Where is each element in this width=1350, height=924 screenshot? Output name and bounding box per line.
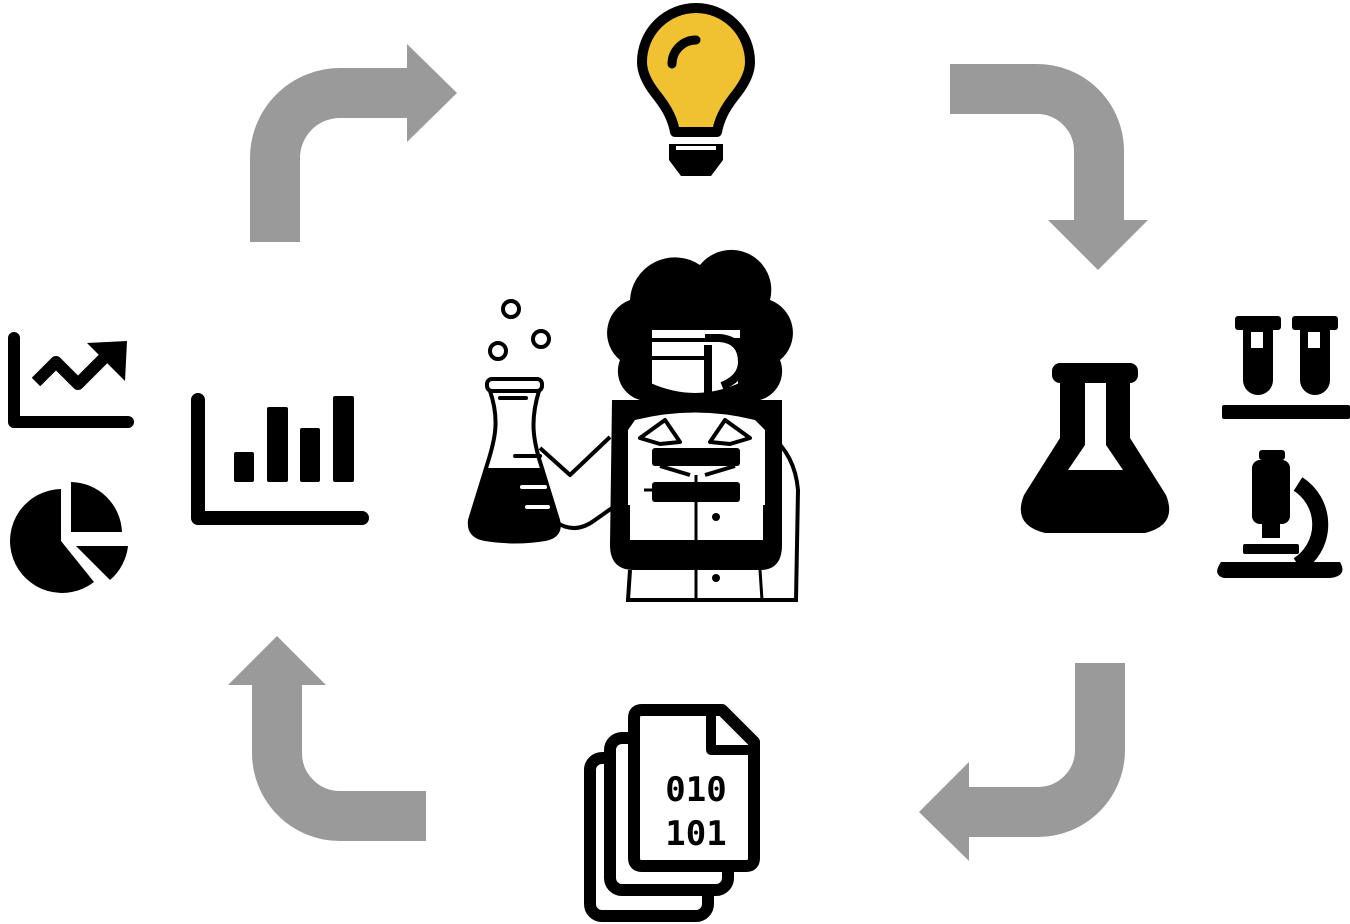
binary-line-2: 101 <box>665 814 726 854</box>
arrow-experiment-to-data <box>919 663 1125 861</box>
line-chart-icon <box>8 332 134 428</box>
erlenmeyer-flask-icon <box>1020 363 1170 533</box>
lightbulb-icon <box>637 3 755 176</box>
scientist-with-flask-icon <box>467 249 801 602</box>
binary-line-1: 010 <box>665 770 726 810</box>
microscope-icon <box>1217 450 1343 578</box>
test-tubes-icon <box>1222 316 1350 419</box>
arrow-idea-to-experiment <box>950 64 1148 270</box>
data-analysis-icon <box>8 332 369 593</box>
pie-chart-icon <box>10 482 128 593</box>
arrow-analysis-to-idea <box>250 44 457 242</box>
flask-in-hand-icon <box>467 377 561 544</box>
lab-equipment-icon <box>1020 316 1350 578</box>
arrow-data-to-analysis <box>228 636 426 841</box>
bar-chart-icon <box>191 393 369 525</box>
binary-data-files-icon: 010 101 <box>584 704 760 922</box>
